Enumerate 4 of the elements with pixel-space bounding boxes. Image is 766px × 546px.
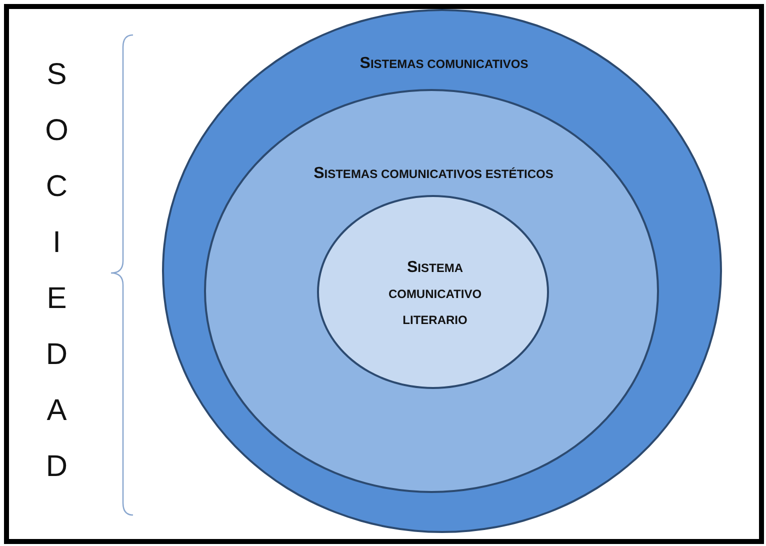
ellipse-label: SISTEMAS COMUNICATIVOS ESTÉTICOS bbox=[312, 164, 554, 184]
ellipse-label: SISTEMA COMUNICATIVO LITERARIO bbox=[387, 258, 483, 329]
ellipse-label: SISTEMAS COMUNICATIVOS bbox=[358, 54, 530, 74]
vertical-label: SOCIEDAD bbox=[44, 57, 70, 485]
